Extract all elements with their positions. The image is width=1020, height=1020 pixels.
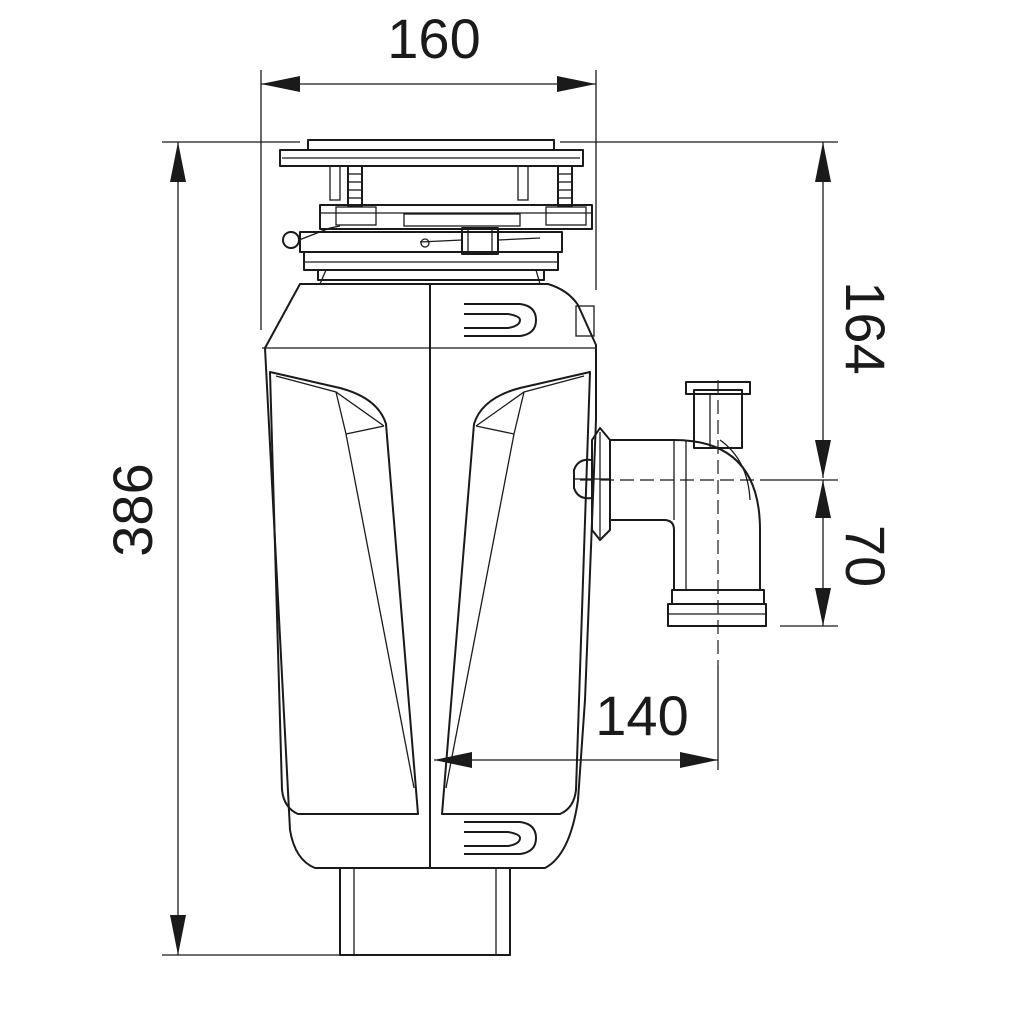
- sink-flange: [279, 139, 584, 167]
- motor-housing: [262, 269, 597, 869]
- dimension-label-top-width: 160: [387, 7, 480, 70]
- logo-badge-bottom: [464, 821, 537, 855]
- dimension-label-total-height: 386: [101, 463, 164, 556]
- dimension-total-height: 386: [101, 141, 345, 956]
- dimension-label-upper-height: 164: [834, 281, 897, 374]
- mounting-ring: [282, 204, 593, 281]
- dimension-label-outlet-offset: 140: [595, 684, 688, 747]
- discharge-outlet: [573, 381, 767, 627]
- dimension-top-width: 160: [260, 7, 597, 330]
- bottom-cap: [339, 867, 511, 956]
- logo-badge-top: [464, 303, 537, 337]
- mounting-bolts: [329, 165, 573, 207]
- dimension-label-outlet-drop: 70: [834, 525, 897, 587]
- dimension-upper-height: 164: [560, 141, 897, 478]
- dimension-outlet-drop: 70: [760, 479, 897, 627]
- dimension-outlet-offset: 140: [434, 665, 719, 770]
- left-grip-panel: [269, 371, 419, 815]
- right-grip-panel: [441, 371, 591, 815]
